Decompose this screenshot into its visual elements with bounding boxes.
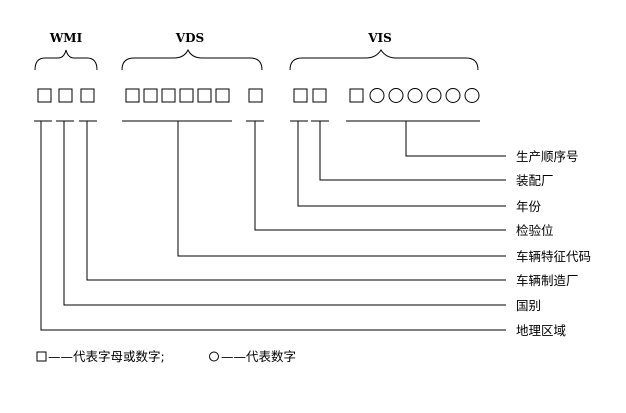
legend-square-icon bbox=[36, 351, 47, 362]
char-box bbox=[58, 88, 73, 103]
label-check-digit: 检验位 bbox=[516, 223, 554, 238]
field-labels: 生产顺序号 装配厂 年份 检验位 车辆特征代码 车辆制造厂 国别 地理区域 bbox=[516, 149, 591, 338]
label-year: 年份 bbox=[516, 199, 542, 214]
leader-vds bbox=[177, 121, 506, 257]
brace-vds bbox=[121, 48, 263, 71]
digit-circle bbox=[388, 88, 404, 103]
legend-square-text: ——代表字母或数字; bbox=[48, 349, 165, 364]
legend-circle-text: ——代表数字 bbox=[221, 349, 296, 364]
char-box bbox=[349, 88, 364, 103]
leader-check bbox=[254, 121, 506, 231]
leader-serial bbox=[405, 121, 506, 157]
header-vis: VIS bbox=[367, 31, 392, 45]
label-country: 国别 bbox=[516, 298, 541, 313]
digit-circle bbox=[445, 88, 461, 103]
wmi-char-boxes bbox=[37, 88, 95, 103]
label-geographic-region: 地理区域 bbox=[516, 323, 566, 338]
leader-region bbox=[40, 121, 506, 331]
brace-vis bbox=[289, 49, 479, 71]
brace-wmi bbox=[34, 49, 98, 71]
digit-circle bbox=[407, 88, 423, 103]
leader-plant bbox=[319, 121, 506, 181]
char-box bbox=[215, 88, 230, 103]
digit-circle bbox=[426, 88, 442, 103]
leader-lines bbox=[40, 121, 506, 331]
label-manufacturer: 车辆制造厂 bbox=[516, 273, 579, 288]
label-serial-number: 生产顺序号 bbox=[516, 149, 579, 164]
leader-year bbox=[297, 121, 506, 207]
digit-circle bbox=[464, 88, 480, 103]
label-assembly-plant: 装配厂 bbox=[516, 173, 554, 188]
leader-manufacturer bbox=[86, 121, 506, 281]
legend-circle-icon bbox=[209, 351, 219, 362]
char-box bbox=[312, 88, 327, 103]
leader-country bbox=[63, 121, 506, 306]
char-box bbox=[179, 88, 194, 103]
char-box bbox=[37, 88, 52, 103]
vds-char-boxes bbox=[125, 88, 263, 103]
header-vds: VDS bbox=[175, 31, 204, 45]
char-box bbox=[161, 88, 176, 103]
char-box bbox=[125, 88, 140, 103]
char-box bbox=[197, 88, 212, 103]
check-digit-box bbox=[248, 88, 263, 103]
vis-char-boxes bbox=[293, 88, 480, 103]
digit-circle bbox=[369, 88, 385, 103]
legend: ——代表字母或数字; ——代表数字 bbox=[36, 349, 296, 364]
char-box bbox=[293, 88, 308, 103]
header-wmi: WMI bbox=[49, 31, 83, 45]
char-box bbox=[143, 88, 158, 103]
char-box bbox=[80, 88, 95, 103]
label-vehicle-descriptor: 车辆特征代码 bbox=[516, 249, 591, 264]
